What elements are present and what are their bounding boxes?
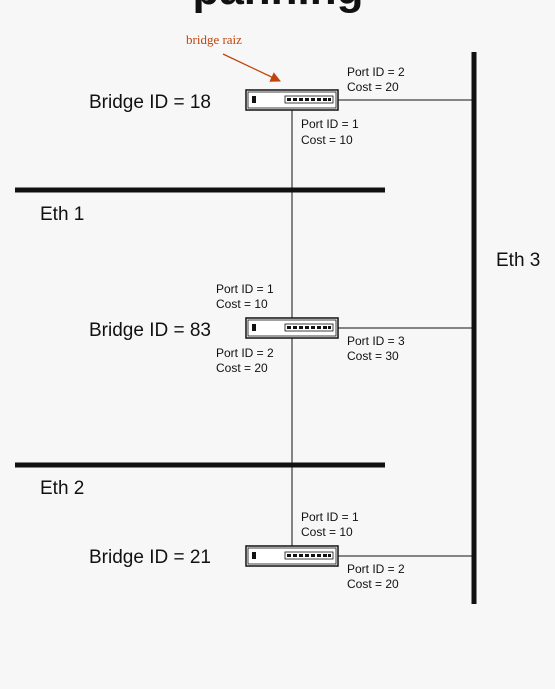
eth1-label: Eth 1 — [40, 204, 84, 225]
bridge-18-cost-label: Cost = 10 — [301, 133, 353, 147]
bridge-21-cost-label: Cost = 20 — [347, 577, 399, 591]
bridge-83-port-label: Port ID = 3 — [347, 334, 405, 348]
bridge-83-cost-label: Cost = 10 — [216, 297, 268, 311]
eth2-label: Eth 2 — [40, 478, 84, 499]
bridge-83-cost-label: Cost = 30 — [347, 349, 399, 363]
bridge-83-port-label: Port ID = 2 — [216, 346, 274, 360]
bridge-18-port-label: Port ID = 1 — [301, 117, 359, 131]
bridge-18-id-label: Bridge ID = 18 — [89, 92, 211, 113]
page-title-fragment: panning — [192, 0, 363, 14]
bridge-18-cost-label: Cost = 20 — [347, 80, 399, 94]
bridge-18-port-label: Port ID = 2 — [347, 65, 405, 79]
bridge-83-switch-icon — [245, 317, 339, 339]
bridge-18-switch-icon — [245, 89, 339, 111]
bridge-21-cost-label: Cost = 10 — [301, 525, 353, 539]
eth3-label: Eth 3 — [496, 250, 540, 271]
root-bridge-label: bridge raiz — [186, 32, 242, 47]
bridge-83-id-label: Bridge ID = 83 — [89, 320, 211, 341]
root-bridge-arrow-icon — [222, 53, 281, 82]
bridge-21-id-label: Bridge ID = 21 — [89, 547, 211, 568]
bridge-83-port-label: Port ID = 1 — [216, 282, 274, 296]
bridge-21-switch-icon — [245, 545, 339, 567]
bridge-21-port-label: Port ID = 2 — [347, 562, 405, 576]
bridge-21-port-label: Port ID = 1 — [301, 510, 359, 524]
bridge-83-cost-label: Cost = 20 — [216, 361, 268, 375]
